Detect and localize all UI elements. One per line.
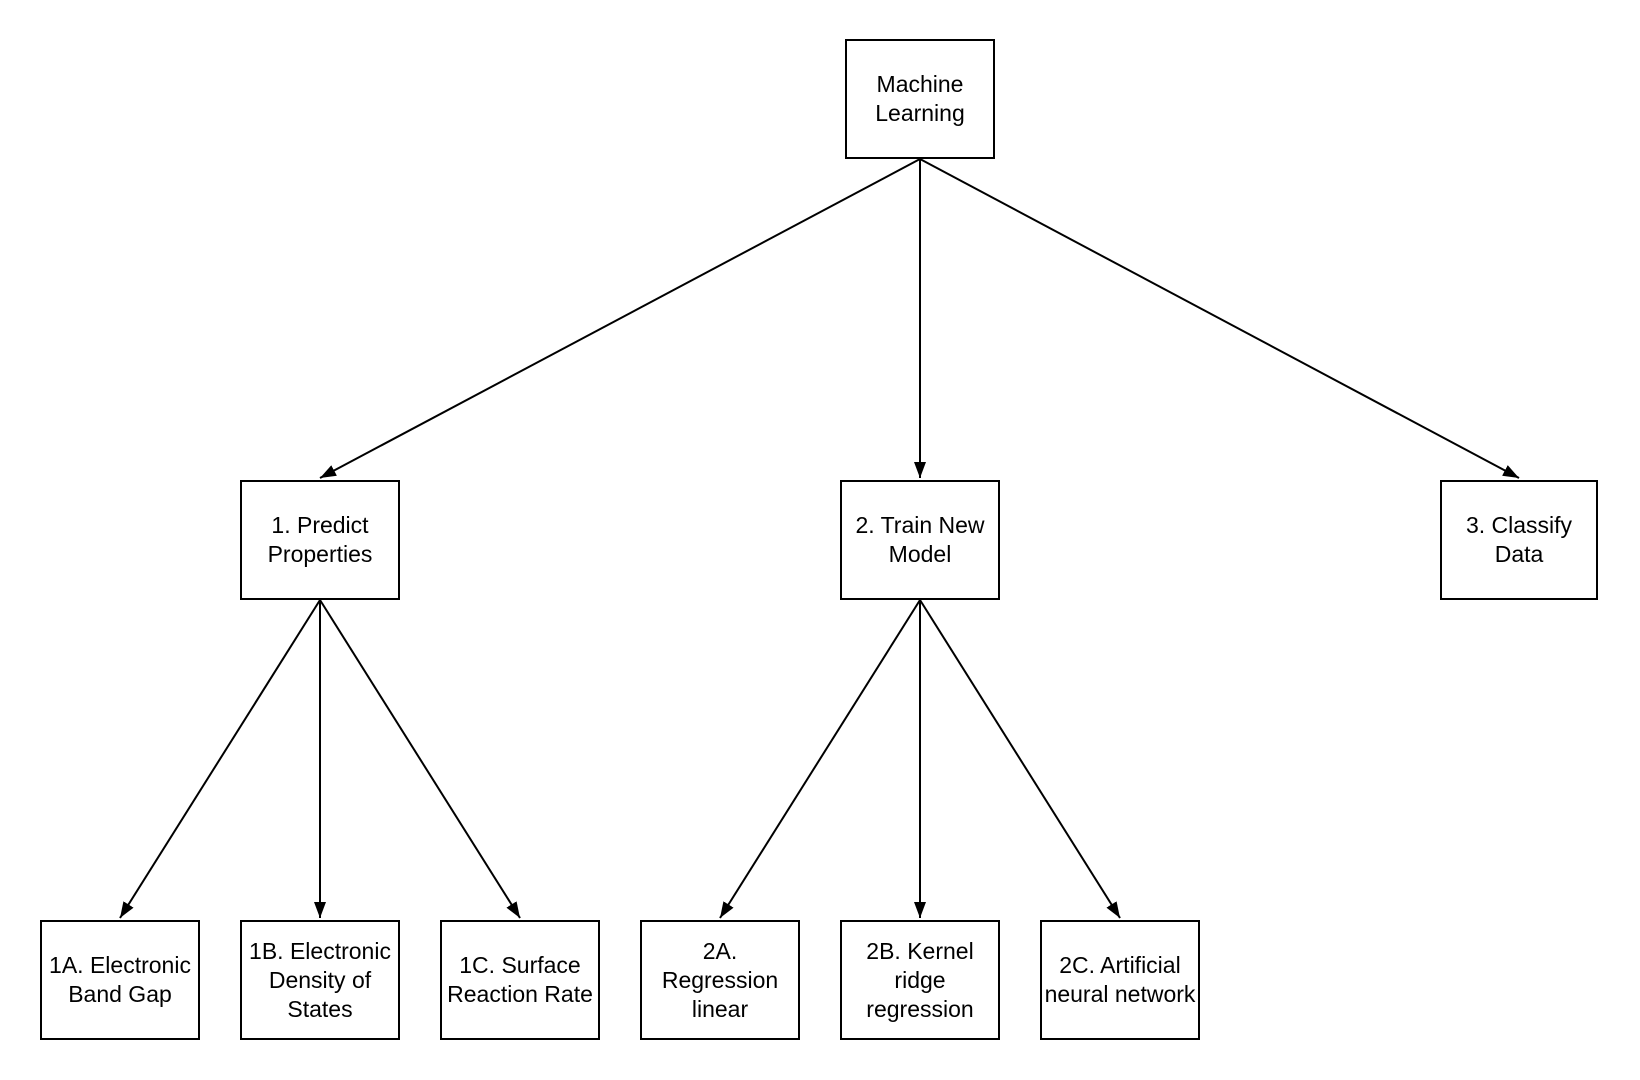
node-kernel-ridge-regression: 2B. Kernel ridge regression	[840, 920, 1000, 1040]
edge-train-new-model-to-artificial-neural-network	[919, 599, 1121, 919]
node-surface-reaction-rate: 1C. Surface Reaction Rate	[440, 920, 600, 1040]
node-regression-linear: 2A. Regression linear	[640, 920, 800, 1040]
node-machine-learning: Machine Learning	[845, 39, 995, 159]
node-label-machine-learning: Machine Learning	[875, 71, 965, 126]
node-electronic-band-gap: 1A. Electronic Band Gap	[40, 920, 200, 1040]
node-label-electronic-band-gap: 1A. Electronic Band Gap	[49, 952, 191, 1007]
node-artificial-neural-network: 2C. Artificial neural network	[1040, 920, 1200, 1040]
node-electronic-density-of-states: 1B. Electronic Density of States	[240, 920, 400, 1040]
node-label-electronic-density-of-states: 1B. Electronic Density of States	[249, 937, 391, 1022]
node-label-surface-reaction-rate: 1C. Surface Reaction Rate	[447, 952, 593, 1007]
edge-predict-properties-to-surface-reaction-rate	[319, 599, 521, 919]
node-predict-properties: 1. Predict Properties	[240, 480, 400, 600]
edge-train-new-model-to-regression-linear	[719, 599, 921, 919]
edge-machine-learning-to-predict-properties	[319, 158, 921, 479]
node-label-train-new-model: 2. Train New Model	[855, 512, 985, 567]
node-label-regression-linear: 2A. Regression linear	[661, 937, 779, 1022]
node-label-artificial-neural-network: 2C. Artificial neural network	[1044, 952, 1196, 1007]
node-label-classify-data: 3. Classify Data	[1465, 512, 1573, 567]
node-label-kernel-ridge-regression: 2B. Kernel ridge regression	[866, 937, 974, 1022]
edge-predict-properties-to-electronic-band-gap	[119, 599, 321, 919]
node-classify-data: 3. Classify Data	[1440, 480, 1598, 600]
node-train-new-model: 2. Train New Model	[840, 480, 1000, 600]
edge-machine-learning-to-classify-data	[919, 158, 1520, 479]
node-label-predict-properties: 1. Predict Properties	[267, 512, 373, 567]
